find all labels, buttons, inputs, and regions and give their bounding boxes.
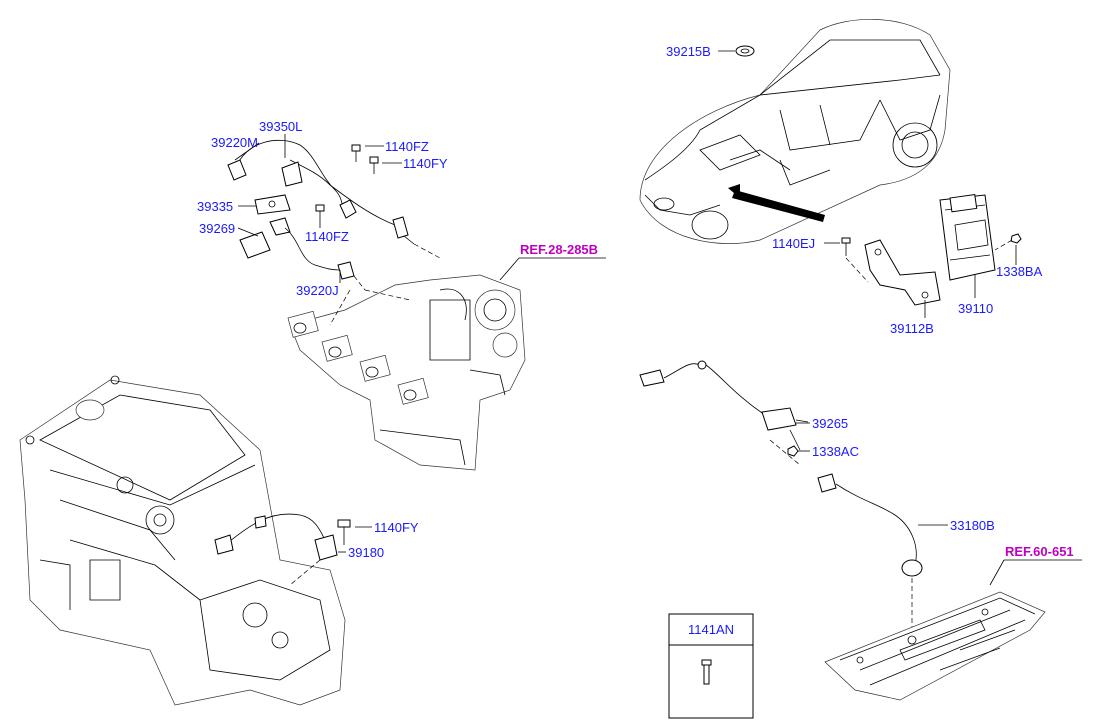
callout-33180B: 33180B — [950, 518, 995, 533]
ecu-bracket — [864, 239, 941, 306]
bolt-1140FZ-upper — [351, 144, 361, 162]
nut-1338BA — [1010, 233, 1022, 244]
bolt-1140FY-lower — [337, 519, 351, 545]
ref-floor[interactable]: REF.60-651 — [1005, 544, 1074, 559]
bolt-1140FY-upper — [369, 156, 379, 174]
callout-1140FZ-upper: 1140FZ — [385, 139, 429, 154]
ecu-module — [939, 193, 996, 281]
engine-block — [19, 375, 346, 706]
callout-39265: 39265 — [812, 416, 848, 431]
callout-1140FY-lower: 1140FY — [374, 520, 419, 535]
floor-panel — [824, 591, 1046, 701]
oxygen-sensor-harness — [227, 139, 441, 291]
parts-box-label: 1141AN — [688, 622, 734, 637]
callout-39180: 39180 — [348, 545, 384, 560]
knock-sensor-39180 — [214, 513, 338, 561]
callout-39220M: 39220M — [211, 135, 258, 150]
turbo-exhaust-manifold — [287, 274, 526, 471]
ref-turbo[interactable]: REF.28-285B — [520, 242, 598, 257]
sensor-harness-33180B — [639, 360, 923, 577]
callout-1338BA: 1338BA — [996, 264, 1043, 279]
callout-1338AC: 1338AC — [812, 444, 859, 459]
bolt-1140EJ — [841, 237, 851, 256]
callout-39350L: 39350L — [259, 119, 302, 134]
callout-39269: 39269 — [199, 221, 235, 236]
grommet-39215B — [718, 45, 755, 57]
vehicle-illustration — [639, 18, 951, 244]
callout-39215B: 39215B — [666, 44, 711, 59]
callout-39110: 39110 — [958, 301, 993, 316]
callout-39112B: 39112B — [890, 321, 934, 336]
callout-39220J: 39220J — [296, 283, 339, 298]
bolt-1141AN-icon — [701, 659, 712, 685]
callout-1140FZ-lower: 1140FZ — [305, 229, 349, 244]
callout-1140EJ: 1140EJ — [772, 236, 815, 251]
callout-39335: 39335 — [197, 199, 233, 214]
callout-1140FY-upper: 1140FY — [403, 156, 448, 171]
parts-box-1141AN: 1141AN — [668, 613, 754, 719]
bolt-1140FZ-lower — [315, 204, 325, 222]
